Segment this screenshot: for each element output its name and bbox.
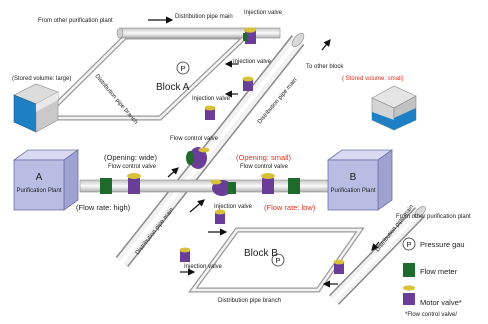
plant-a-letter: A: [36, 172, 43, 183]
label-block-a: Block A: [156, 82, 190, 93]
pressure-gauge-b-letter: P: [275, 256, 280, 265]
label-flow-rate-high: (Flow rate: high): [76, 203, 131, 212]
legend-flowmeter-label: Flow meter: [420, 267, 458, 276]
storage-tank-large: [13, 83, 59, 133]
legend-motorvalve-icon: [403, 293, 415, 305]
pressure-gauge-block-b: P: [271, 253, 285, 267]
flow-arrows: [148, 16, 380, 288]
block-b-branch-loop: [188, 227, 365, 293]
injection-valve-top: [243, 27, 256, 44]
lower-right-diagonal-pipe: [328, 206, 426, 305]
flow-meter-right: [288, 178, 300, 194]
label-flow-control-valve-right: Flow control valve: [240, 164, 289, 170]
label-flow-control-valve-left: Flow control valve: [108, 164, 157, 170]
injection-valve-block-a-upper: [242, 76, 254, 91]
flow-meter-left: [100, 178, 112, 194]
label-injection-valve-b-lower: Injection valve: [184, 264, 223, 270]
injection-valve-block-b-upper: [214, 209, 226, 224]
label-injection-valve-b-upper: Injection valve: [214, 204, 253, 210]
label-block-b: Block B: [244, 248, 278, 259]
flow-control-valve-center: [210, 179, 236, 196]
legend-pressure-letter: P: [406, 240, 411, 249]
label-dist-main-top: Distribution pipe main: [175, 14, 233, 20]
label-injection-valve-a-lower: Injection valve: [192, 96, 231, 102]
legend-motorvalve-cap-icon: [403, 285, 415, 291]
flow-control-valve-mid: [186, 147, 210, 169]
label-to-other-block: To other block: [306, 64, 344, 70]
legend-pressure-label: Pressure gau: [420, 240, 465, 249]
label-injection-valve-a-upper: Injection valve: [233, 59, 272, 65]
label-stored-large: (Stored volume: large): [12, 76, 71, 82]
label-stored-small: ( Stored volume: small): [342, 76, 404, 82]
injection-valve-block-b-lower: [179, 247, 191, 262]
motor-valve-left: [127, 173, 141, 194]
label-injection-valve-top: Injection valve: [244, 10, 283, 16]
purification-plant-a: [12, 149, 80, 211]
label-opening-small: (Opening: small): [236, 153, 292, 162]
block-a-branch-loop: [36, 34, 252, 121]
legend-flowmeter-icon: [403, 263, 415, 277]
legend-footnote: *Flow control valve/: [405, 312, 457, 318]
legend: P Pressure gau Flow meter Motor valve* *…: [402, 237, 465, 318]
top-main-pipe: [116, 27, 281, 39]
motor-valve-block-b-right: [333, 259, 345, 274]
label-opening-wide: (Opening: wide): [104, 153, 157, 162]
purification-plant-b: [326, 149, 394, 211]
label-from-other-plant-right: From other purification plant: [396, 214, 471, 220]
diagonal-main-pipe: [115, 32, 305, 267]
label-dist-branch-bottom: Distribution pipe branch: [218, 298, 281, 304]
plant-a-name: Purification Plant: [16, 188, 61, 194]
plant-b-name: Purification Plant: [330, 188, 375, 194]
injection-valve-block-a-lower: [204, 105, 216, 120]
pressure-gauge-a-letter: P: [180, 64, 185, 73]
storage-tank-small: [371, 85, 417, 131]
pressure-gauge-block-a: P: [176, 61, 190, 75]
label-flow-rate-low: (Flow rate: low): [264, 203, 316, 212]
label-flow-control-valve-mid: Flow control valve: [170, 136, 219, 142]
motor-valve-right: [261, 173, 275, 194]
label-from-other-plant-top: From other purification plant: [38, 18, 113, 24]
plant-b-letter: B: [350, 172, 357, 183]
legend-motorvalve-label: Motor valve*: [420, 298, 462, 307]
legend-pressure-icon: [402, 237, 416, 251]
